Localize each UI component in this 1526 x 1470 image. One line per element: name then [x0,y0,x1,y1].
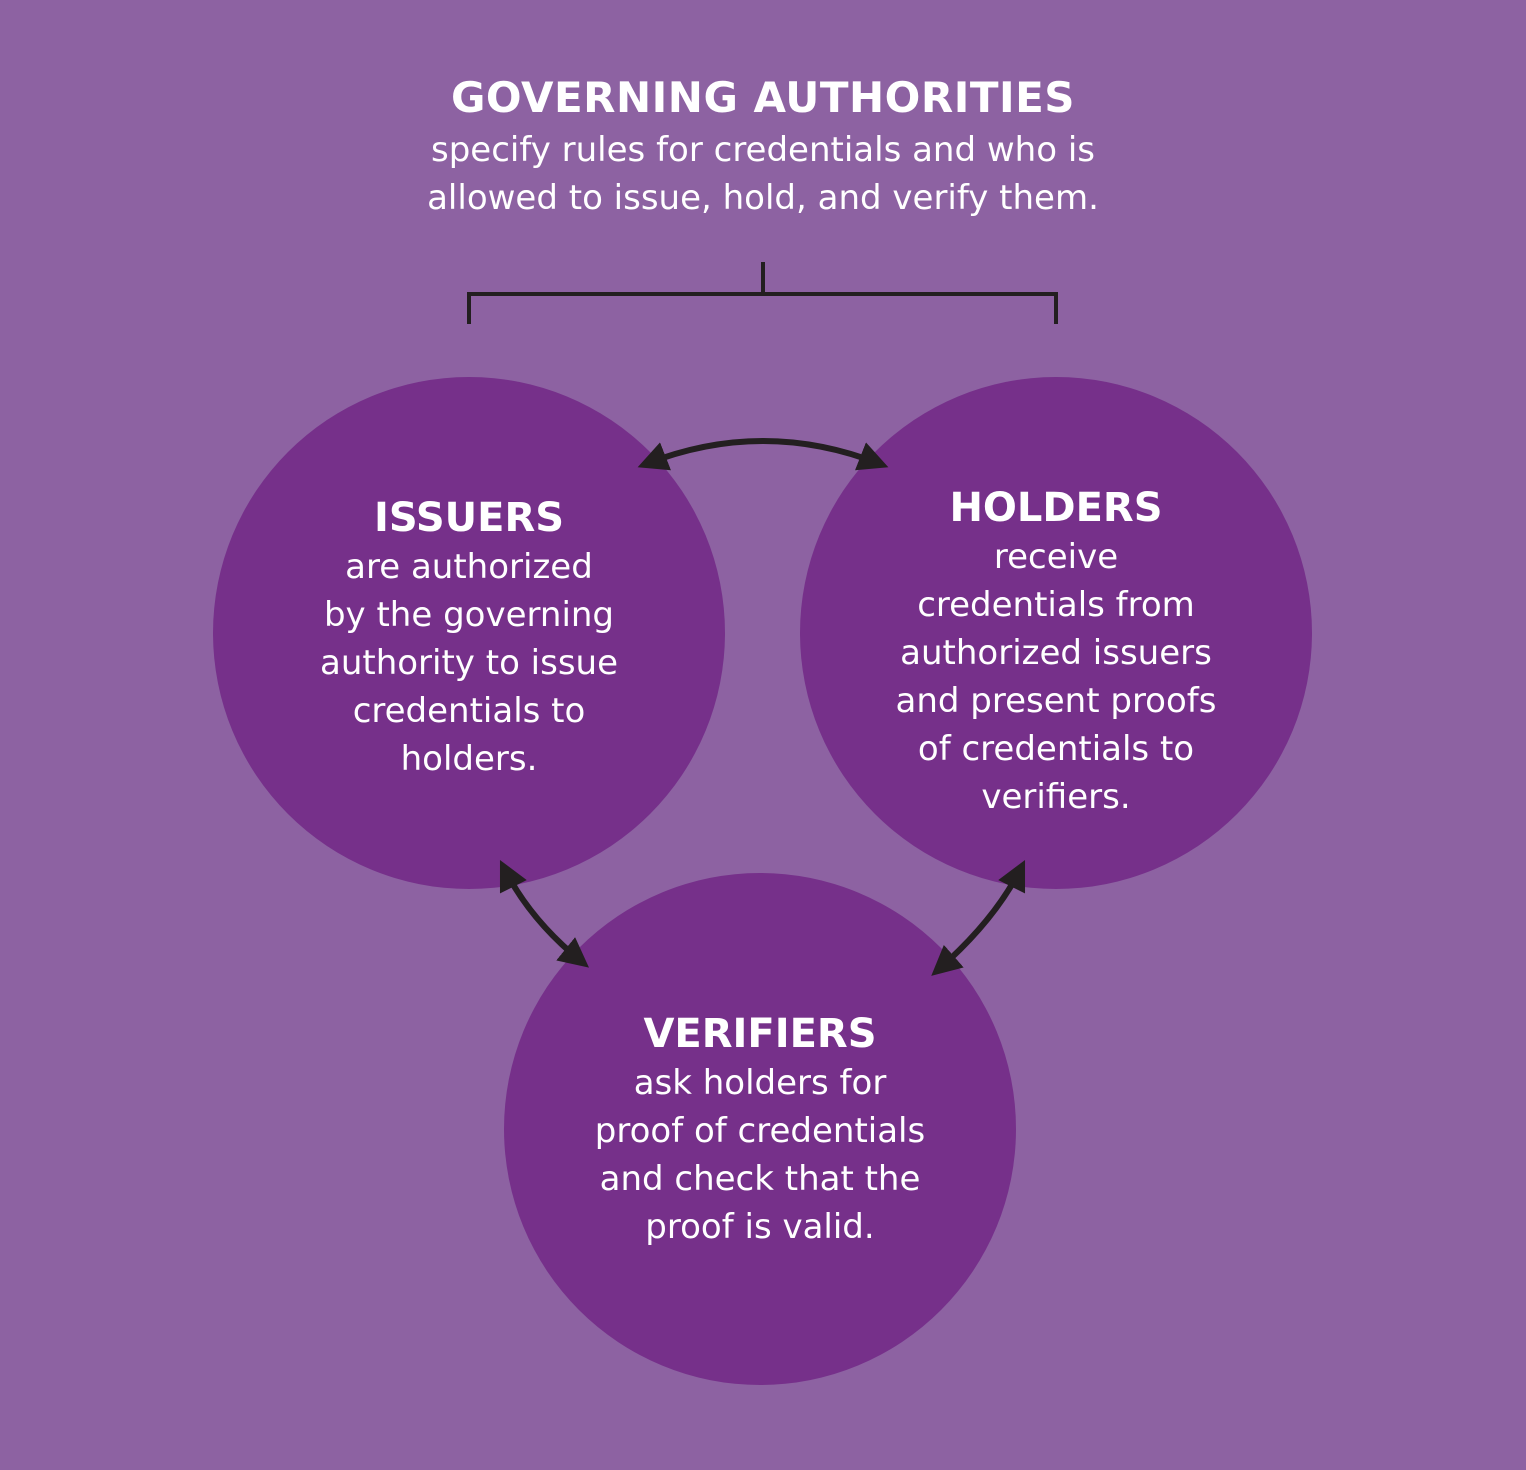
holders-line-5: of credentials to [917,729,1195,769]
holders-line-6: verifiers. [981,777,1131,817]
holders-line-1: receive [993,537,1119,577]
verifiers-circle: VERIFIERS ask holders for proof of crede… [504,873,1016,1385]
verifiers-line-4: proof is valid. [645,1207,875,1247]
issuers-line-4: credentials to [352,691,586,731]
governing-authorities-block: GOVERNING AUTHORITIES specify rules for … [0,70,1526,222]
issuers-title: ISSUERS [373,495,565,541]
holders-line-2: credentials from [917,585,1195,625]
verifiers-title: VERIFIERS [643,1011,877,1057]
issuers-line-1: are authorized [345,547,593,587]
verifiers-line-1: ask holders for [633,1063,887,1103]
governing-authorities-line-2: allowed to issue, hold, and verify them. [427,178,1099,218]
verifiers-line-2: proof of credentials [594,1111,926,1151]
holders-verifiers-arrow [931,859,1026,976]
issuers-holders-arrow [637,438,889,471]
issuers-line-3: authority to issue [319,643,619,683]
verifiers-line-3: and check that the [599,1159,921,1199]
issuers-verifiers-arrow [499,859,590,968]
holders-title: HOLDERS [949,485,1163,531]
holders-line-3: authorized issuers [900,633,1212,673]
governing-authorities-line-1: specify rules for credentials and who is [431,130,1095,170]
issuers-line-2: by the governing [323,595,615,635]
governing-bracket [467,262,1058,324]
issuers-line-5: holders. [400,739,538,779]
governing-authorities-title: GOVERNING AUTHORITIES [450,73,1076,122]
holders-line-4: and present proofs [895,681,1217,721]
